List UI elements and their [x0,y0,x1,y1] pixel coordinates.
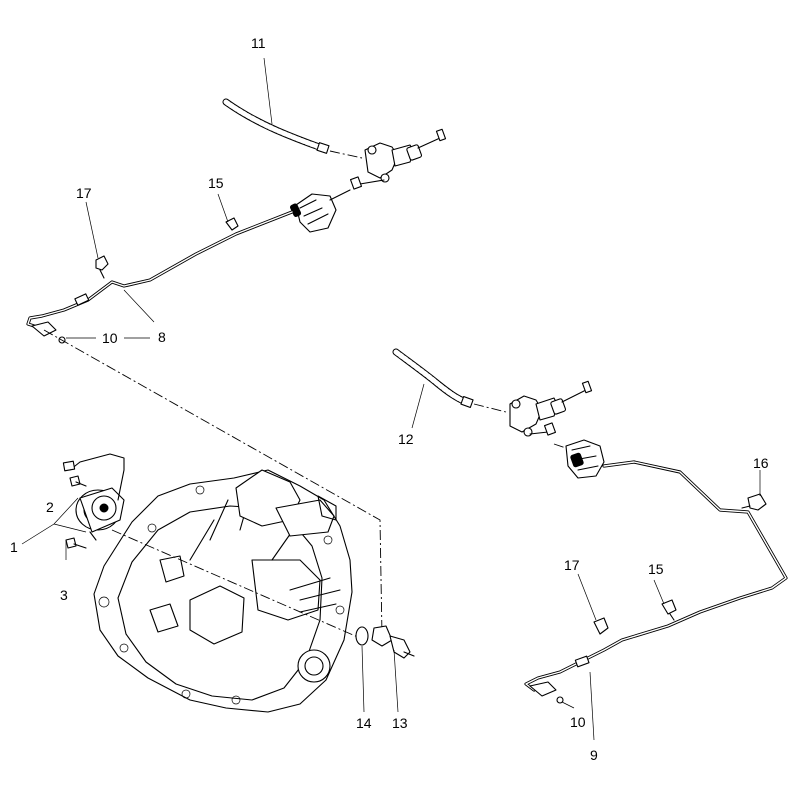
reservoir-hose-11 [222,98,363,159]
bolt-3 [65,537,87,549]
master-cylinder-upper [349,128,447,190]
upper-clutch-line-assembly [26,98,447,344]
callout-10-lower: 10 [570,714,586,730]
leader-lines [21,57,761,741]
callout-14: 14 [356,715,372,731]
callout-2: 2 [46,499,54,515]
bolt-2 [69,475,87,487]
callout-17-upper: 17 [76,185,92,201]
callout-17-lower: 17 [564,557,580,573]
callout-13: 13 [392,715,408,731]
callout-8: 8 [158,329,166,345]
callout-11: 11 [251,35,266,51]
callout-12: 12 [398,431,414,447]
callout-16: 16 [753,455,769,471]
callout-9: 9 [590,747,598,763]
clip-17-lower [593,617,609,635]
master-cylinder-lower [509,380,593,437]
clip-15-upper [225,217,239,231]
concentric-slave-cylinder [62,453,125,541]
pipe-connector-lower [553,439,605,479]
callout-10-upper: 10 [102,330,118,346]
callout-1: 1 [10,539,18,555]
clutch-pipe-8 [26,210,294,337]
alignment-line-lower [111,529,361,639]
gearbox-housing [93,469,353,713]
clip-15-lower [661,599,677,621]
connector-13 [371,625,415,659]
pipe-connector-upper [289,189,351,233]
callout-15-lower: 15 [648,561,664,577]
clip-17-upper [95,255,109,279]
lower-clutch-line-assembly [392,348,788,704]
clutch-pipe-9 [524,460,788,697]
callout-15-upper: 15 [208,175,224,191]
clip-16 [741,493,767,511]
callout-3: 3 [60,587,68,603]
seal-14 [355,626,369,646]
reservoir-hose-12 [392,348,507,413]
bleed-cap-10-lower [556,696,564,704]
alignment-line-upper [43,329,383,637]
callout-labels: 1 2 3 8 9 10 10 11 12 13 14 15 15 16 17 … [10,35,769,763]
